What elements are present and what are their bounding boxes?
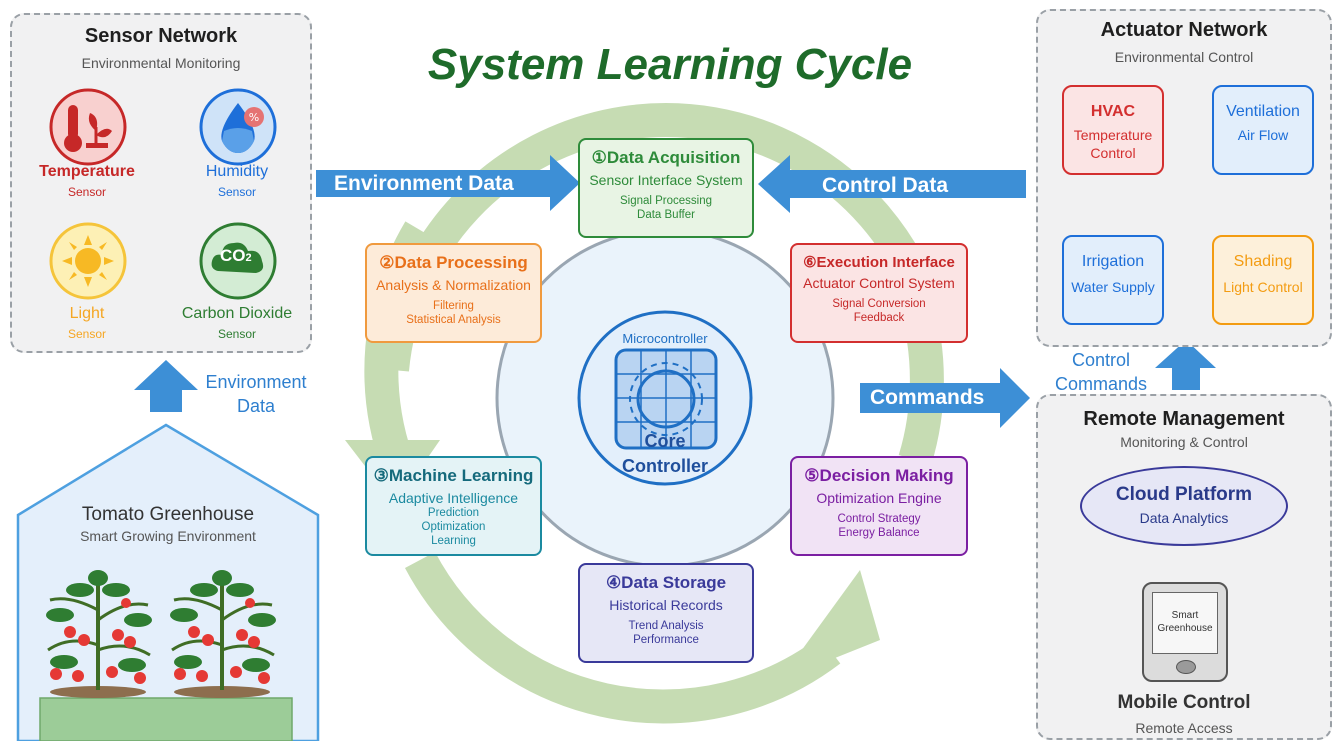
sensor-light-label: Light [69,305,105,322]
stage-detail: Learning [431,535,476,547]
remote-management-title: Remote Management [1083,408,1285,430]
thermometer-plant-icon [49,88,127,166]
cycle-arrowhead-top [675,110,735,150]
phone-home-button [1176,660,1196,674]
stage-detail: Trend Analysis [628,620,704,632]
stage-detail: Optimization [421,521,486,533]
actuator-network-subtitle: Environmental Control [1114,49,1254,65]
stage-subtitle: Adaptive Intelligence [388,490,519,506]
stage-detail: Data Buffer [637,209,695,221]
actuator-irrigation-name: Irrigation [1081,253,1145,270]
cloud-platform-sub: Data Analytics [1139,510,1229,526]
actuator-ventilation[interactable]: Ventilation Air Flow [1212,85,1314,175]
stage-detail: Prediction [427,507,480,519]
sensor-light-sub: Sensor [67,327,107,341]
environment-data-flow-label: Environment Data [334,172,514,195]
stage-detail: Statistical Analysis [406,314,501,326]
tomato-plant-icon-2 [170,570,276,698]
stage-title: ③Machine Learning [373,466,534,485]
sensor-temperature-label: Temperature [39,163,135,180]
stage-machine-learning[interactable]: ③Machine Learning Adaptive Intelligence … [365,456,542,556]
microcontroller-label: Microcontroller [622,331,708,346]
environment-data-up-arrow [134,360,198,412]
stage-detail: Filtering [433,300,474,312]
greenhouse-soil [39,697,293,741]
stage-detail: Performance [633,634,699,646]
actuator-shading-sub: Light Control [1223,279,1303,295]
sensor-humidity-label: Humidity [205,163,269,180]
greenhouse-frame [16,423,320,741]
co2-cloud-icon: CO2 [198,221,278,301]
actuator-hvac-sub: Temperature Control [1073,127,1153,161]
core-label: Core [644,431,686,451]
stage-subtitle: Optimization Engine [816,490,942,506]
sensor-co2-label: Carbon Dioxide [181,305,293,322]
greenhouse-subtitle: Smart Growing Environment [80,528,256,544]
actuator-hvac-name: HVAC [1090,103,1136,120]
water-drop-icon: % [199,88,277,166]
stage-subtitle: Analysis & Normalization [376,277,531,293]
stage-title: ④Data Storage [605,573,727,592]
mobile-control-title: Mobile Control [1117,692,1251,713]
stage-data-acquisition[interactable]: ①Data Acquisition Sensor Interface Syste… [578,138,754,238]
actuator-hvac[interactable]: HVAC Temperature Control [1062,85,1164,175]
stage-detail: Control Strategy [837,513,921,525]
actuator-network-title: Actuator Network [1100,19,1268,41]
controller-label: Controller [621,456,708,476]
cycle-arc-bottom [404,552,841,724]
stage-title: ①Data Acquisition [591,148,741,167]
commands-flow-label: Commands [870,386,985,409]
stage-subtitle: Sensor Interface System [589,172,743,188]
commands-arrow [860,368,1030,428]
stage-detail: Energy Balance [838,527,920,539]
sensor-humidity-sub: Sensor [217,185,257,199]
tomato-plant-icon [46,570,152,698]
stage-execution-interface[interactable]: ⑥Execution Interface Actuator Control Sy… [790,243,968,343]
co2-subscript: 2 [245,252,252,264]
stage-data-processing[interactable]: ②Data Processing Analysis & Normalizatio… [365,243,542,343]
sensor-network-title: Sensor Network [84,25,238,47]
actuator-shading-name: Shading [1233,253,1293,270]
control-data-flow-label: Control Data [822,174,948,197]
stage-detail: Feedback [853,312,905,324]
greenhouse-title: Tomato Greenhouse [81,504,255,525]
stage-title: ⑥Execution Interface [803,254,955,271]
sensor-co2-sub: Sensor [217,327,257,341]
actuator-shading[interactable]: Shading Light Control [1212,235,1314,325]
stage-detail: Signal Conversion [832,298,926,310]
control-commands-up-arrow [1155,340,1216,390]
control-data-arrow [758,155,1026,213]
sensor-temperature-sub: Sensor [67,185,107,199]
sun-icon [49,222,127,300]
actuator-network-panel: Actuator Network Environmental Control H… [1036,9,1332,347]
cloud-platform[interactable]: Cloud Platform Data Analytics [1080,466,1288,546]
stage-decision-making[interactable]: ⑤Decision Making Optimization Engine Con… [790,456,968,556]
actuator-irrigation-sub: Water Supply [1071,279,1155,295]
actuator-ventilation-sub: Air Flow [1237,127,1289,143]
svg-text:%: % [249,111,259,124]
environment-data-arrow [316,155,580,211]
phone-screen-text: Smart Greenhouse [1157,610,1213,634]
actuator-irrigation[interactable]: Irrigation Water Supply [1062,235,1164,325]
stage-detail: Signal Processing [619,195,713,207]
stage-data-storage[interactable]: ④Data Storage Historical Records Trend A… [578,563,754,663]
mobile-control-sub: Remote Access [1135,720,1233,736]
sensor-network-subtitle: Environmental Monitoring [81,55,241,71]
page-title: System Learning Cycle [427,40,913,89]
cloud-platform-title: Cloud Platform [1115,484,1253,505]
actuator-ventilation-name: Ventilation [1226,103,1300,120]
control-commands-label: Control Commands [1054,350,1148,394]
remote-management-panel: Remote Management Monitoring & Control C… [1036,394,1332,740]
stage-subtitle: Actuator Control System [803,275,955,291]
sensor-network-panel: Sensor Network Environmental Monitoring … [10,13,312,353]
environment-data-up-label: Environment Data [205,372,307,416]
mobile-phone-icon[interactable]: Smart Greenhouse [1142,582,1228,682]
co2-label: CO [220,246,246,265]
stage-subtitle: Historical Records [609,597,723,613]
stage-title: ⑤Decision Making [804,466,954,485]
stage-title: ②Data Processing [379,253,528,272]
cycle-arrowhead-bottom [780,570,880,680]
remote-management-subtitle: Monitoring & Control [1120,434,1248,450]
